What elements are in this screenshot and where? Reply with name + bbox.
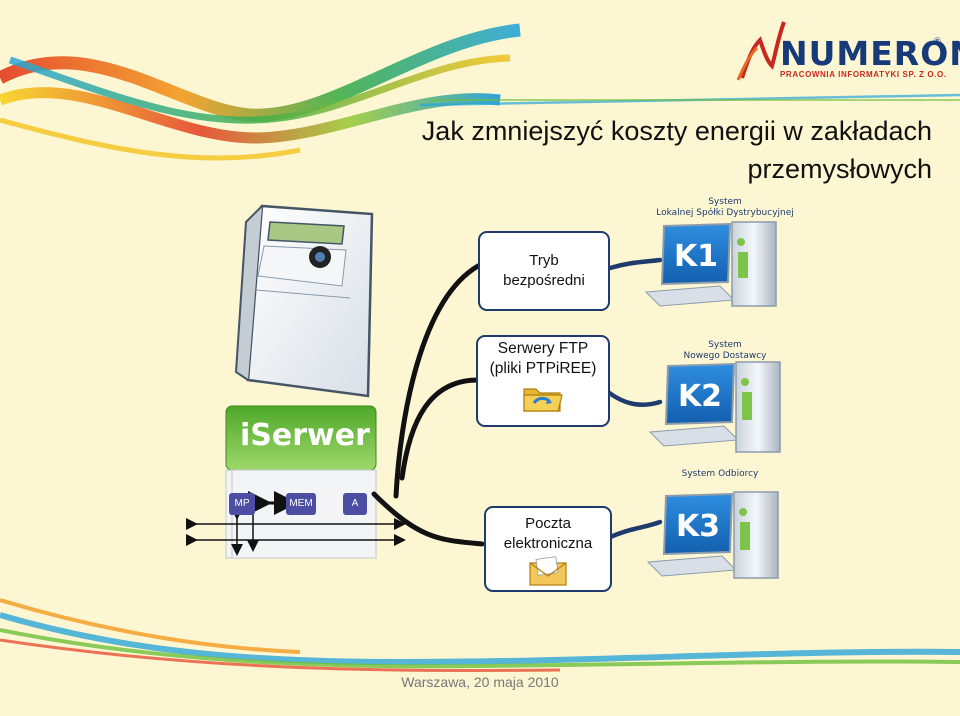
logo-name: NUMERON [780,34,960,73]
logo-registered-mark: ® [934,36,941,46]
decorative-ribbons-bottom [0,598,960,673]
system-k2-line1: System [708,340,742,350]
system-k1-line1: System [708,197,742,207]
connectors-right [605,257,663,541]
title-line-2: przemysłowych [747,154,932,184]
footer-date: Warszawa, 20 maja 2010 [401,674,559,690]
chip-mem: MEM [286,493,316,515]
title-line-1: Jak zmniejszyć koszty energii w zakładac… [421,116,932,146]
energy-meter [234,204,374,398]
chip-mp: MP [229,493,255,515]
system-label-k1: System Lokalnej Spółki Dystrybucyjnej [650,197,800,219]
computer-k2 [648,361,781,453]
screen-label-k3: K3 [676,509,720,544]
logo-subtitle: PRACOWNIA INFORMATYKI SP. Z O.O. [780,70,947,79]
screen-label-k1: K1 [674,239,718,274]
numeron-logo-mark [736,21,786,81]
system-k3-line1: System Odbiorcy [681,469,759,479]
channel-ftp-line2: (pliki PTPiREE) [489,360,597,377]
computer-k3 [646,491,779,579]
iserwer-label: iSerwer [240,418,370,453]
envelope-icon [529,556,567,586]
channel-email-line1: Poczta [525,515,571,532]
screen-label-k2: K2 [678,379,722,414]
channel-direct-line2: bezpośredni [503,272,585,289]
system-label-k3: System Odbiorcy [660,469,780,480]
channel-direct-line1: Tryb [529,252,559,269]
channel-direct-mode: Tryb bezpośredni [478,231,610,311]
system-k1-line2: Lokalnej Spółki Dystrybucyjnej [656,208,794,218]
page-title: Jak zmniejszyć koszty energii w zakładac… [422,112,932,188]
iserwer-ports [186,491,406,556]
channel-ftp-servers: Serwery FTP (pliki PTPiREE) [476,335,610,427]
channel-email-line2: elektroniczna [503,535,593,552]
channel-email: Poczta elektroniczna [484,506,612,592]
channel-ftp-line1: Serwery FTP [497,340,589,357]
computer-k1 [644,221,777,307]
decorative-ribbons [0,23,960,161]
system-label-k2: System Nowego Dostawcy [660,340,790,362]
system-k2-line2: Nowego Dostawcy [683,351,767,361]
connectors-left [371,263,485,547]
chip-a: A [343,493,367,515]
folder-icon [523,388,563,412]
